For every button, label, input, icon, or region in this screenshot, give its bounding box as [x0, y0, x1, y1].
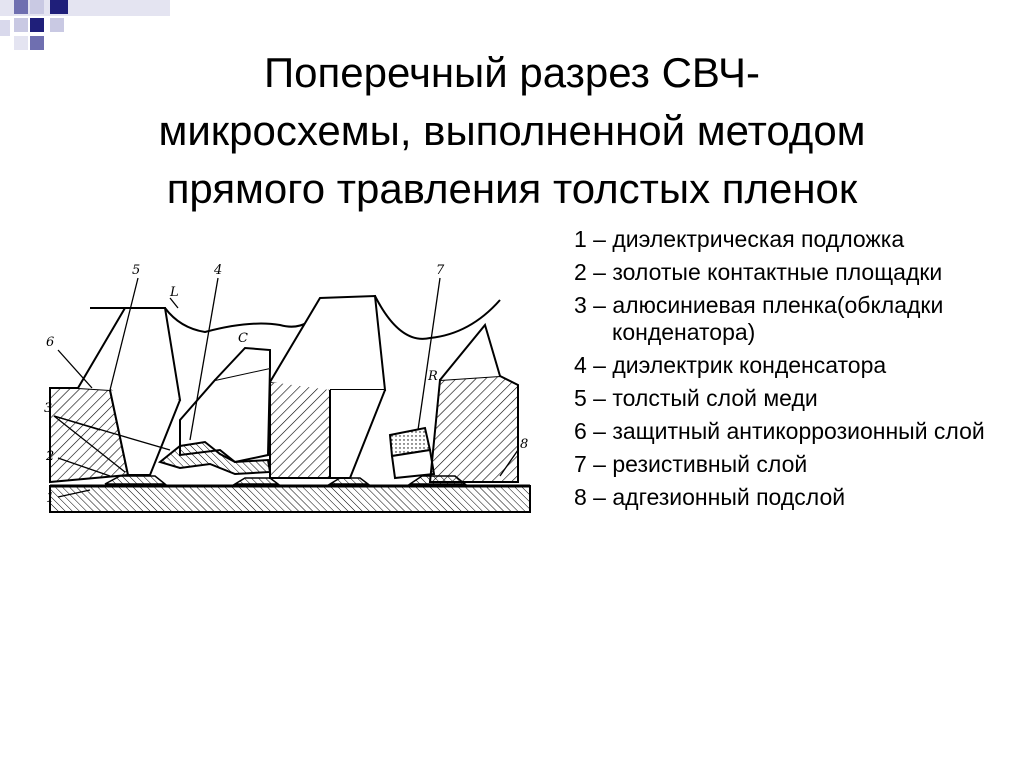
callout-6: 6: [46, 335, 54, 350]
slide-title: Поперечный разрез СВЧ- микросхемы, выпол…: [40, 44, 984, 218]
callout-4: 4: [213, 263, 222, 278]
central-copper-block: [269, 381, 331, 479]
callout-L: L: [169, 285, 179, 300]
callout-1: 1: [46, 491, 54, 506]
callout-R: R: [427, 369, 438, 384]
callout-8: 8: [520, 437, 528, 452]
title-line-3: прямого травления толстых пленок: [166, 165, 858, 212]
callout-2: 2: [45, 449, 54, 464]
legend-item: 5 – толстый слой меди: [574, 385, 818, 411]
legend-item: 7 – резистивный слой: [574, 451, 808, 477]
contact-pads: [104, 475, 468, 485]
leader-lines: [53, 277, 519, 498]
right-copper-block: [428, 374, 519, 483]
callout-3: 3: [44, 401, 52, 416]
callout-C: C: [238, 331, 248, 346]
callout-7: 7: [436, 263, 445, 278]
legend-item: 2 – золотые контактные площадки: [574, 259, 943, 285]
legend-list: 1 – диэлектрическая подложка 2 – золотые…: [574, 226, 994, 517]
legend-item: 8 – адгезионный подслой: [574, 484, 846, 510]
legend-item: 4 – диэлектрик конденсатора: [574, 352, 887, 378]
title-line-2: микросхемы, выполненной методом: [158, 107, 866, 154]
cross-section-figure: 5 4 L C 7 R 6 3 2 1 8: [44, 263, 531, 513]
substrate: [49, 485, 531, 513]
capacitor-dielectric: [157, 440, 272, 476]
title-line-1: Поперечный разрез СВЧ-: [263, 49, 761, 96]
legend-item: 1 – диэлектрическая подложка: [574, 226, 905, 252]
callout-5: 5: [132, 263, 140, 278]
legend-item: 3 – алюсиниевая пленка(обкладки конденат…: [574, 292, 944, 345]
corner-decoration: [0, 0, 170, 50]
legend-item: 6 – защитный антикоррозионный слой: [574, 418, 985, 444]
